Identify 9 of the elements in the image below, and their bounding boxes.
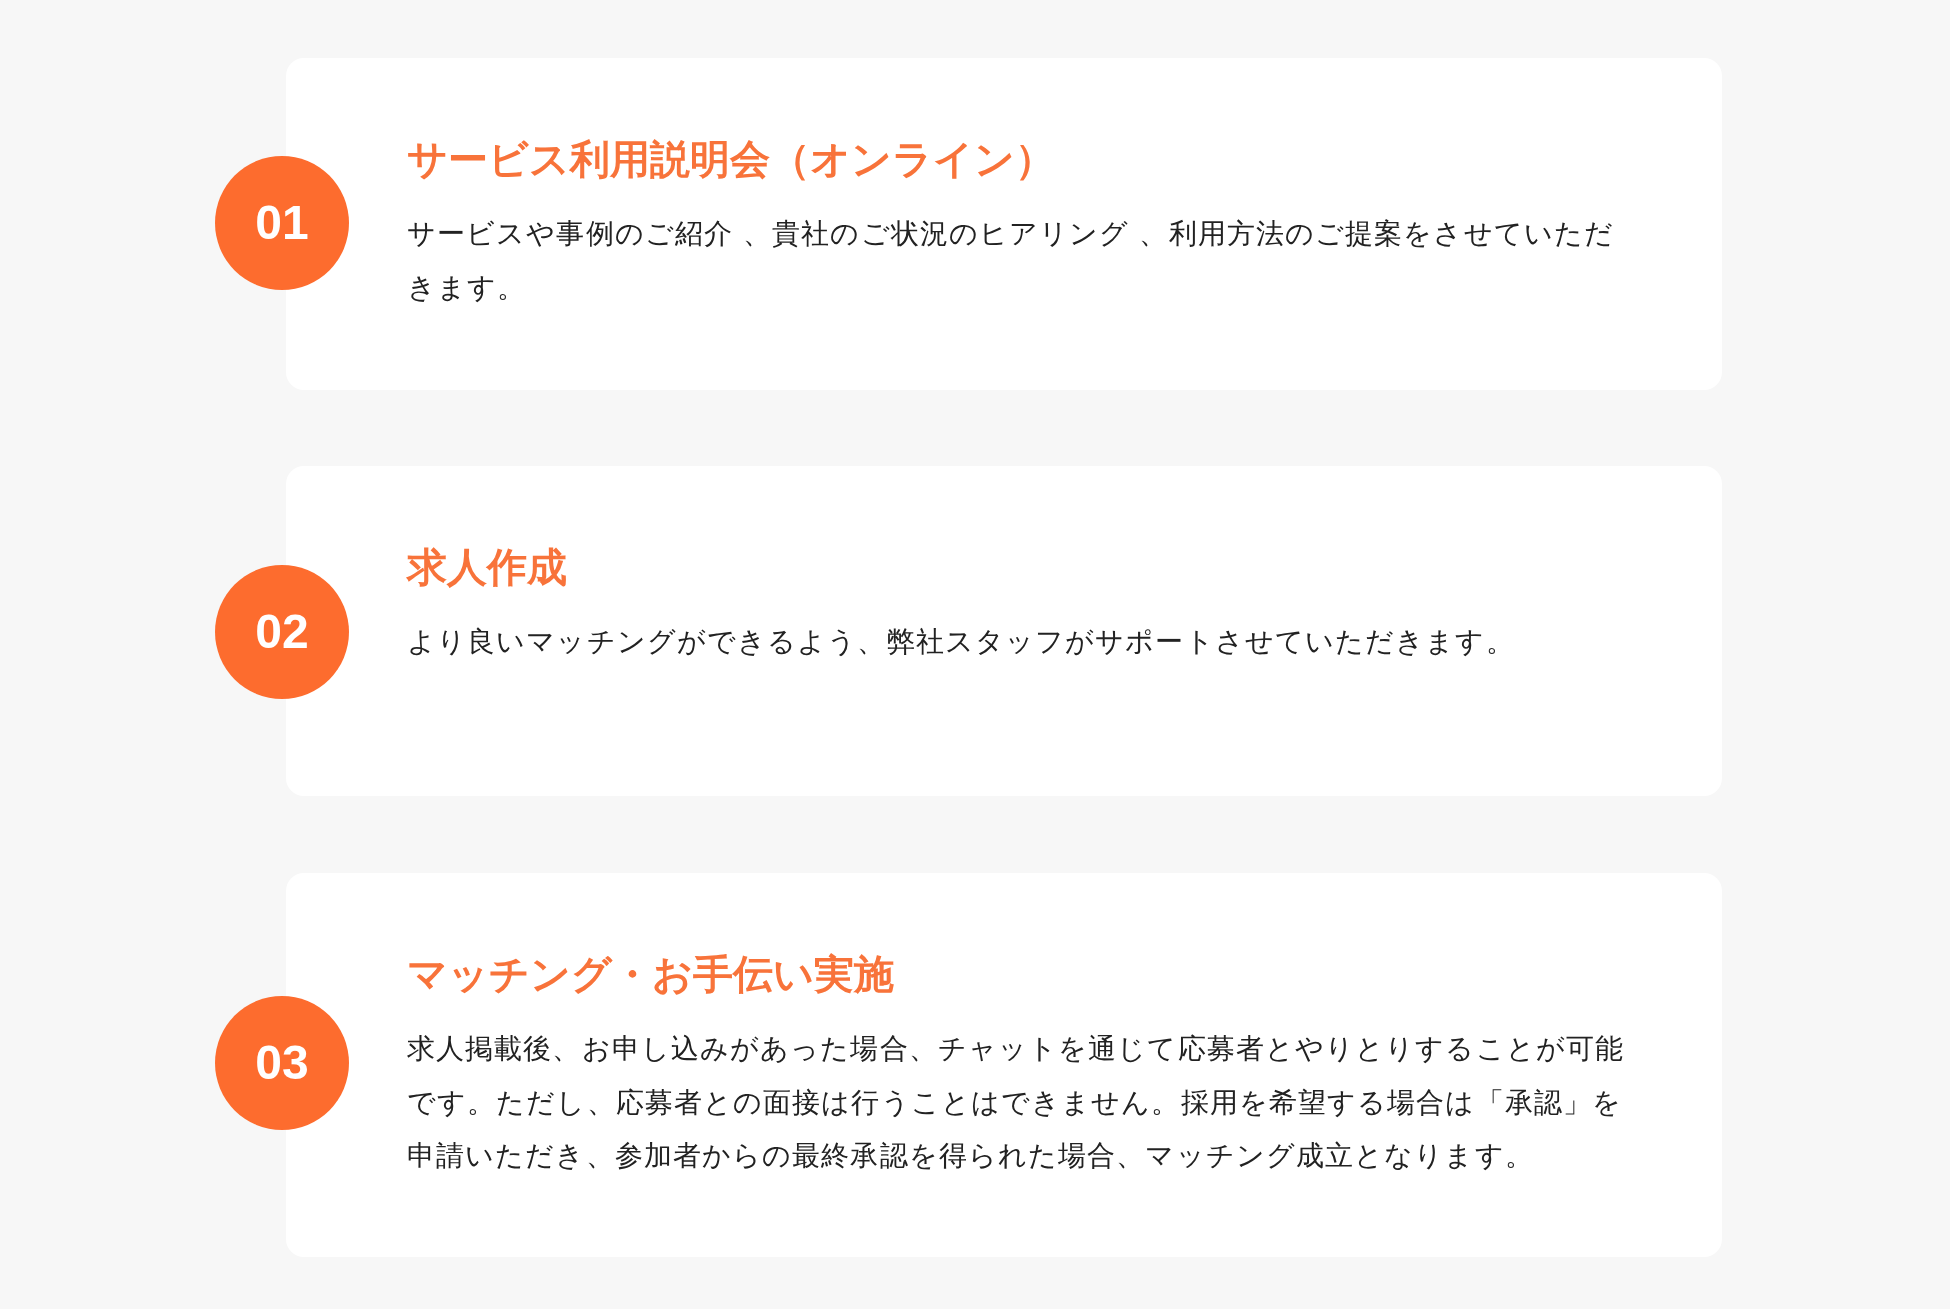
step-number-circle: 03 <box>215 996 349 1130</box>
step-number-circle: 02 <box>215 565 349 699</box>
step-description: サービスや事例のご紹介 、貴社のご状況のヒアリング 、利用方法のご提案をさせていただきます。 <box>407 216 1615 306</box>
step-title: 求人作成 <box>407 545 567 589</box>
step-number-circle: 01 <box>215 156 349 290</box>
step-title: サービス利用説明会（オンライン） <box>407 137 1055 181</box>
step-title: マッチング・お手伝い実施 <box>407 952 894 996</box>
step-description: より良いマッチングができるよう、弊社スタッフがサポートさせていただきます。 <box>407 624 1516 660</box>
step-description: 求人掲載後、お申し込みがあった場合、チャットを通じて応募者とやりとりすることが可能です。ただし、応募者との面接は行うことはできません。採用を希望する場合は「承認」を申請いただき、参加者からの最終承認を得られた場合、マッチング成立となります。 <box>407 1031 1626 1174</box>
